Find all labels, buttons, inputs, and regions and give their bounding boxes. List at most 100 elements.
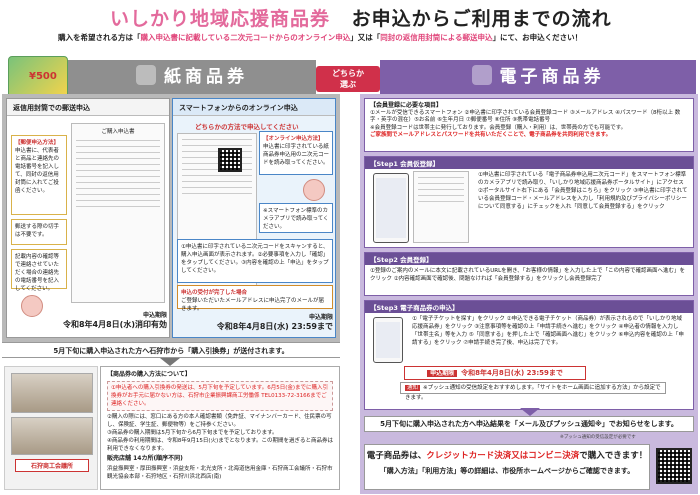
person-illustration: [21, 295, 43, 317]
mail-how-title: 【郵便申込方法】: [15, 140, 60, 146]
mail-how-box: 【郵便申込方法】 申込書に、代表者と商品と連絡先の電話番号を記入して、同封の返信…: [11, 135, 67, 215]
camera-note-text: ※スマートフォン標準のカメラアプリで読み取ってください。: [263, 208, 329, 230]
choose-method-label: どちらかの方法で申込してください: [195, 123, 299, 131]
smartphone-icon: [471, 65, 492, 85]
page-title: いしかり地域応援商品券 お申込からご利用までの流れ: [110, 4, 612, 31]
push-notification-note: 通知※プッシュ通知の受信設定をおすすめします。「サイトをホーム画面に追加する方法…: [400, 382, 666, 401]
subtitle-mail: 同封の返信用封筒による郵送申込: [380, 33, 493, 42]
push-note-text: ※プッシュ通知の受信設定をおすすめします。「サイトをホーム画面に追加する方法」か…: [405, 385, 661, 401]
online-application-panel: スマートフォンからのオンライン申込 どちらかの方法で申込してください 【オンライ…: [172, 98, 336, 338]
digital-flow-message: 5月下旬に購入申込された方へ申込結果を「メール及びプッシュ通知※」でお知らせをし…: [364, 416, 694, 432]
registration-requirements: 【会員登録に必要な項目】 ①メールが受信できるスマートフォン ②申込書に印字され…: [364, 98, 694, 152]
mail-panel-head: 返信用封筒での郵送申込: [7, 99, 169, 116]
exchange-item-4: ④商品券の利用期間は、令和8年9月15日(火)までとなります。この期間を過ぎると…: [107, 438, 334, 452]
step2-text: ①登録のご案内のメールに本文に記載されているURLを開き、「お客様の情報」を入力…: [370, 268, 686, 282]
online-how-box: 【オンライン申込方法】 申込書に印字されている紙商品券申込用の二次元コードを読み…: [259, 131, 333, 175]
purchase-info-message: 電子商品券は、クレジットカード決済又はコンビニ決済で購入できます！ 「購入方法」…: [364, 444, 650, 490]
stamp-note-text: 郵送する際の切手は不要です。: [15, 224, 60, 238]
contact-note-text: 記載内容の確認等で連絡させていただく場合の連絡先の電話番号を記入してください。: [15, 254, 60, 292]
mail-deadline: 申込期限 令和8年4月8日(水)消印有効: [47, 311, 167, 329]
application-form-image: ご購入申込書: [71, 123, 165, 303]
receipt-title: 申込の受付が完了した場合: [181, 290, 248, 296]
subtitle-prefix: 購入を希望される方は「: [58, 33, 141, 42]
phone-mockup: [373, 173, 409, 243]
reg-items: ①メールが受信できるスマートフォン ②申込書に印字されている会員登録コード ③メ…: [370, 109, 681, 124]
mail-how-text: 申込書に、代表者と商品と連絡先の電話番号を記入して、同封の返信用封筒に入れてご投…: [15, 148, 60, 194]
step3-text: ①「電子チケットを探す」をクリック ②申込できる電子チケット（商品券）が表示され…: [412, 316, 684, 346]
title-flow: お申込からご利用までの流れ: [351, 8, 612, 30]
step3-head: 【Step3 電子商品券の申込】: [365, 301, 693, 313]
mail-deadline-date: 令和8年4月8日(水)消印有効: [62, 320, 167, 329]
stamp-note: 郵送する際の切手は不要です。: [11, 219, 67, 245]
form-mockup: [413, 171, 469, 243]
shops-photos: 石狩商工会議所: [4, 366, 98, 490]
choose-one-tag: どちらか 選ぶ: [316, 66, 380, 92]
voucher-amount: ¥500: [29, 71, 57, 82]
voucher-image: ¥500: [8, 56, 68, 100]
online-how-title: 【オンライン申込方法】: [263, 136, 324, 142]
mail-deadline-label: 申込期限: [142, 312, 167, 319]
paper-voucher-icon: [136, 65, 156, 85]
reg-title: 【会員登録に必要な項目】: [370, 102, 443, 109]
push-footnote: ※プッシュ通知の受信設定が必要です: [560, 435, 636, 440]
paper-band-label: 紙商品券: [164, 67, 248, 87]
digital-deadline-date: 令和8年4月8日(水) 23:59まで: [461, 369, 563, 377]
step1-head: 【Step1 会員仮登録】: [365, 157, 693, 169]
exchange-item-2: ②購入の際には、窓口にある方の本人確認書類（免許証、マイナンバーカード、住民票の…: [107, 414, 332, 428]
payment-methods: クレジットカード決済又はコンビニ決済: [426, 451, 580, 461]
digital-deadline-tag: 申込期限: [427, 370, 458, 377]
sales-list: 浜益振興室・厚田振興室・浜益支所・北光支所・北海道信用金庫・石狩商工会議所・石狩…: [107, 466, 333, 480]
camera-note: ※スマートフォン標準のカメラアプリで読み取ってください。: [259, 203, 333, 233]
step1-box: 【Step1 会員仮登録】 ①申込書に印字されている「電子商品券申込用二次元コー…: [364, 156, 694, 248]
shop-label: 石狩商工会議所: [15, 459, 89, 472]
receipt-text: ご登録いただいたメールアドレスに申込完了のメールが届きます。: [181, 298, 325, 312]
subtitle-mid: 」又は「: [350, 33, 381, 42]
shop-photo: [11, 417, 93, 455]
online-deadline: 申込期限 令和8年4月8日(水) 23:59まで: [177, 313, 333, 331]
mail-application-panel: 返信用封筒での郵送申込 【郵便申込方法】 申込書に、代表者と商品と連絡先の電話番…: [6, 98, 170, 338]
reg-warning: ご家族間でメールアドレスとパスワードを共有いただくことで、電子商品券を共同利用で…: [370, 132, 612, 138]
receipt-note: 申込の受付が完了した場合 ご登録いただいたメールアドレスに申込完了のメールが届き…: [177, 285, 333, 312]
exchange-info: 【商品券の購入方法について】 ①申込者への購入引換券の発送は、5月下旬を予定して…: [100, 366, 340, 490]
city-website-qr-icon[interactable]: [656, 448, 692, 484]
exchange-item-3: ③商品券の購入期間は5月下旬から6月下旬までを予定しております。: [107, 430, 278, 436]
subtitle-suffix: 」にて、お申込ください！: [492, 33, 583, 42]
purchase-line-1-post: で購入できます！: [579, 451, 648, 461]
step2-head: 【Step2 会員登録】: [365, 253, 693, 265]
paper-voucher-band: 紙商品券: [68, 60, 316, 94]
reg-note: ※会員登録コードは世帯主に発行しております。会員登録（購入・利用）は、世帯員の方…: [370, 124, 627, 131]
subtitle-online: 購入申込書に記載している二次元コードからのオンライン申込: [140, 33, 351, 42]
online-steps: ①申込書に印字されている二次元コードをスキャンすると、購入申込画面が表示されます…: [177, 239, 333, 283]
paper-flow-message: 5月下旬に購入申込された方へ石狩市から「購入引換券」が送付されます。: [2, 342, 340, 358]
subtitle: 購入を希望される方は「購入申込書に記載している二次元コードからのオンライン申込」…: [58, 32, 582, 43]
digital-band-label: 電子商品券: [499, 67, 605, 87]
purchase-line-2: 「購入方法」「利用方法」等の詳細は、市役所ホームページからご確認できます。: [379, 467, 635, 475]
online-how-text: 申込書に印字されている紙商品券申込用の二次元コードを読み取ってください。: [263, 144, 330, 166]
shop-photo: [11, 373, 93, 413]
online-steps-text: ①申込書に印字されている二次元コードをスキャンすると、購入申込画面が表示されます…: [181, 244, 329, 274]
contact-note: 記載内容の確認等で連絡させていただく場合の連絡先の電話番号を記入してください。: [11, 249, 67, 292]
step1-text: ①申込書に印字されている「電子商品券申込用二次元コード」をスマートフォン標準のカ…: [478, 172, 688, 210]
choose-one-line2: 選ぶ: [340, 80, 356, 89]
digital-voucher-band: 電子商品券: [380, 60, 696, 94]
down-arrow-icon: [160, 358, 180, 366]
step2-box: 【Step2 会員登録】 ①登録のご案内のメールに本文に記載されているURLを開…: [364, 252, 694, 296]
push-note-tag: 通知: [405, 385, 421, 391]
online-panel-head: スマートフォンからのオンライン申込: [173, 99, 335, 116]
online-deadline-label: 申込期限: [308, 314, 333, 321]
online-deadline-date: 令和8年4月8日(水) 23:59まで: [216, 322, 333, 331]
page-header: いしかり地域応援商品券 お申込からご利用までの流れ 購入を希望される方は「購入申…: [0, 0, 700, 66]
sales-title: 販売店舗 14カ所(順序不同): [107, 455, 183, 462]
exchange-title: 【商品券の購入方法について】: [107, 371, 191, 378]
phone-mockup: [373, 317, 403, 363]
person-with-phone-illustration: [303, 179, 325, 201]
title-voucher-name: いしかり地域応援商品券: [110, 8, 331, 30]
qr-code-icon: [218, 148, 242, 172]
purchase-line-1: 電子商品券は、クレジットカード決済又はコンビニ決済で購入できます！: [365, 449, 649, 464]
digital-deadline: 申込期限令和8年4月8日(水) 23:59まで: [404, 366, 586, 380]
down-arrow-icon: [520, 408, 540, 416]
choose-one-line1: どちらか: [332, 69, 364, 78]
exchange-shipping-note: ①申込者への購入引換券の発送は、5月下旬を予定しています。6月5日(金)までに購…: [107, 381, 333, 411]
form-caption: ご購入申込書: [101, 129, 135, 135]
purchase-line-1-pre: 電子商品券は、: [366, 451, 427, 461]
